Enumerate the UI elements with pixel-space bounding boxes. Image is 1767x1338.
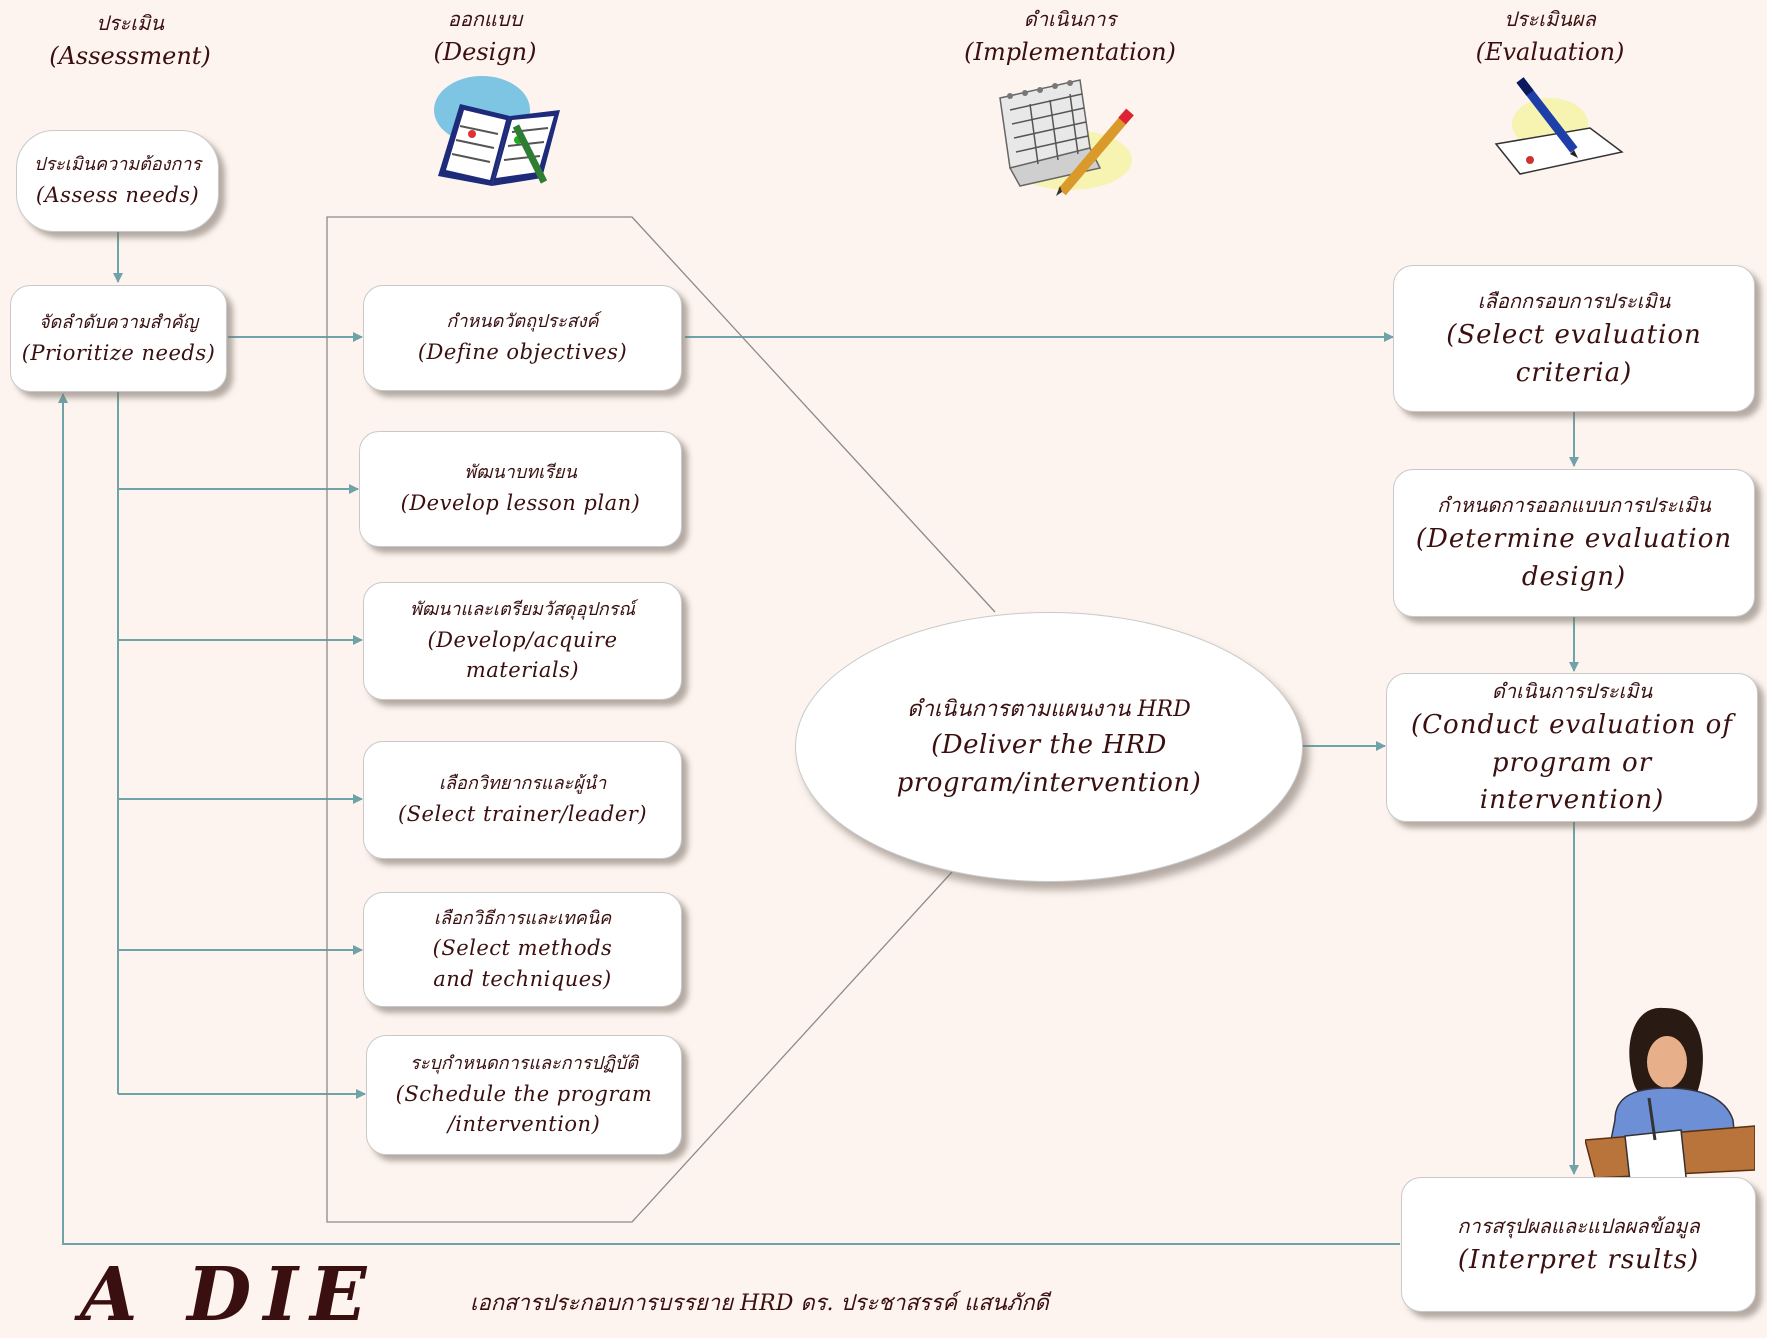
prioritize-needs-box: จัดลำดับความสำคัญ (Prioritize needs) xyxy=(10,285,227,392)
select-evaluation-criteria-en: (Select evaluation criteria) xyxy=(1446,319,1702,388)
phase-design-en: (Design) xyxy=(433,38,537,66)
select-evaluation-criteria-th: เลือกกรอบการประเมิน xyxy=(1477,288,1671,313)
select-trainer-box: เลือกวิทยากรและผู้นำ (Select trainer/lea… xyxy=(363,741,682,859)
assess-needs-box: ประเมินความต้องการ (Assess needs) xyxy=(16,130,219,232)
develop-materials-th: พัฒนาและเตรียมวัสดุอุปกรณ์ xyxy=(409,599,636,621)
phase-assessment-en: (Assessment) xyxy=(49,42,211,70)
select-methods-en: (Select methods and techniques) xyxy=(432,936,613,991)
define-objectives-th: กำหนดวัตถุประสงค์ xyxy=(446,311,599,333)
pen-paper-icon xyxy=(1494,77,1624,175)
schedule-program-en: (Schedule the program /intervention) xyxy=(395,1081,653,1137)
arrow-feedback-loop xyxy=(58,393,1400,1245)
define-objectives-box: กำหนดวัตถุประสงค์ (Define objectives) xyxy=(363,285,682,391)
schedule-program-th: ระบุกำหนดการและการปฏิบัติ xyxy=(410,1053,638,1075)
develop-lesson-plan-th: พัฒนาบทเรียน xyxy=(464,462,577,484)
develop-materials-box: พัฒนาและเตรียมวัสดุอุปกรณ์ (Develop/acqu… xyxy=(363,582,682,700)
schedule-program-box: ระบุกำหนดการและการปฏิบัติ (Schedule the … xyxy=(366,1035,682,1155)
phase-assessment-header: ประเมิน (Assessment) xyxy=(20,8,240,74)
phase-implementation-header: ดำเนินการ (Implementation) xyxy=(920,4,1220,70)
interpret-results-en: (Interpret rsults) xyxy=(1457,1244,1700,1275)
phase-evaluation-header: ประเมินผล (Evaluation) xyxy=(1430,4,1670,70)
develop-materials-en: (Develop/acquire materials) xyxy=(427,627,618,683)
assess-needs-th: ประเมินความต้องการ xyxy=(33,154,202,176)
deliver-program-ellipse: ดำเนินการตามแผนงาน HRD (Deliver the HRD … xyxy=(795,612,1303,882)
phase-assessment-th: ประเมิน xyxy=(96,11,164,35)
develop-lesson-plan-en: (Develop lesson plan) xyxy=(400,491,641,516)
select-evaluation-criteria-box: เลือกกรอบการประเมิน (Select evaluation c… xyxy=(1393,265,1755,412)
deliver-program-th: ดำเนินการตามแผนงาน HRD xyxy=(907,696,1191,722)
phase-implementation-th: ดำเนินการ xyxy=(1023,7,1117,31)
prioritize-needs-en: (Prioritize needs) xyxy=(21,340,216,365)
select-trainer-en: (Select trainer/leader) xyxy=(397,802,648,827)
phase-implementation-en: (Implementation) xyxy=(964,38,1176,66)
conduct-evaluation-box: ดำเนินการประเมิน (Conduct evaluation of … xyxy=(1386,673,1758,822)
conduct-evaluation-th: ดำเนินการประเมิน xyxy=(1491,678,1653,703)
develop-lesson-plan-box: พัฒนาบทเรียน (Develop lesson plan) xyxy=(359,431,682,547)
determine-evaluation-design-th: กำหนดการออกแบบการประเมิน xyxy=(1437,493,1711,518)
determine-evaluation-design-box: กำหนดการออกแบบการประเมิน (Determine eval… xyxy=(1393,469,1755,617)
phase-evaluation-th: ประเมินผล xyxy=(1504,7,1596,31)
phase-evaluation-en: (Evaluation) xyxy=(1475,38,1625,66)
phase-design-header: ออกแบบ (Design) xyxy=(375,4,595,70)
deliver-program-en: (Deliver the HRD program/intervention) xyxy=(896,729,1202,798)
assess-needs-en: (Assess needs) xyxy=(35,183,200,208)
interpret-results-th: การสรุปผลและแปลผลข้อมูล xyxy=(1457,1213,1700,1238)
calendar-pencil-icon xyxy=(999,79,1134,196)
planner-book-icon xyxy=(434,76,560,186)
interpret-results-box: การสรุปผลและแปลผลข้อมูล (Interpret rsult… xyxy=(1401,1177,1756,1312)
design-funnel-outline xyxy=(326,216,996,1223)
define-objectives-en: (Define objectives) xyxy=(417,340,628,365)
woman-writing-icon xyxy=(1585,1007,1755,1190)
conduct-evaluation-en: (Conduct evaluation of program or interv… xyxy=(1411,709,1733,816)
phase-design-th: ออกแบบ xyxy=(447,7,523,31)
select-trainer-th: เลือกวิทยากรและผู้นำ xyxy=(438,773,607,795)
prioritize-needs-th: จัดลำดับความสำคัญ xyxy=(38,311,199,333)
select-methods-th: เลือกวิธีการและเทคนิค xyxy=(433,907,612,929)
addie-title: A DIE xyxy=(80,1252,379,1338)
select-methods-box: เลือกวิธีการและเทคนิค (Select methods an… xyxy=(363,892,682,1007)
footer-credit: เอกสารประกอบการบรรยาย HRD ดร. ประชาสรรค์… xyxy=(470,1291,1049,1316)
determine-evaluation-design-en: (Determine evaluation design) xyxy=(1415,524,1733,592)
